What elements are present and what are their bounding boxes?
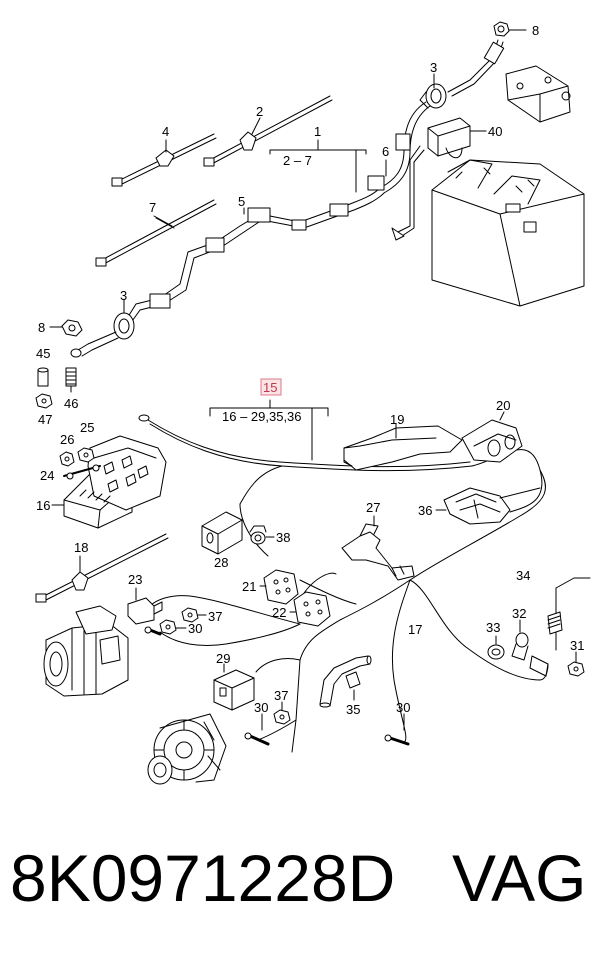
bolt-31-icon bbox=[529, 611, 563, 677]
battery-cable-upper bbox=[379, 21, 571, 241]
callout-range-1: 2 – 7 bbox=[283, 153, 312, 168]
connector-22-icon bbox=[293, 591, 331, 627]
grommet-3-top-icon bbox=[419, 83, 447, 109]
callout-23: 23 bbox=[128, 572, 142, 587]
nut-31-icon bbox=[567, 661, 585, 677]
callout-25: 25 bbox=[80, 420, 94, 435]
callout-2: 2 bbox=[256, 104, 263, 119]
callout-27: 27 bbox=[366, 500, 380, 515]
callout-31: 31 bbox=[570, 638, 584, 653]
brand-label: VAG bbox=[452, 841, 587, 915]
callout-26: 26 bbox=[60, 432, 74, 447]
callout-34: 34 bbox=[516, 568, 530, 583]
connector-29-icon bbox=[213, 669, 255, 711]
terminal-24-icon bbox=[63, 464, 101, 480]
cable-tie-2-icon bbox=[203, 95, 333, 167]
callout-3-lower: 3 bbox=[120, 288, 127, 303]
pin-45-icon bbox=[37, 367, 49, 387]
callout-47: 47 bbox=[38, 412, 52, 427]
callout-45: 45 bbox=[36, 346, 50, 361]
callout-30-right: 30 bbox=[396, 700, 410, 715]
callout-range-15: 16 – 29,35,36 bbox=[222, 409, 302, 424]
callout-35: 35 bbox=[346, 702, 360, 717]
callout-38: 38 bbox=[276, 530, 290, 545]
callout-28: 28 bbox=[214, 555, 228, 570]
nut-25-icon bbox=[77, 447, 95, 463]
callout-33: 33 bbox=[486, 620, 500, 635]
bracket-36-icon bbox=[443, 487, 511, 525]
fuse-box-40-icon bbox=[391, 117, 471, 241]
plug-32-icon bbox=[511, 632, 529, 661]
callout-17: 17 bbox=[408, 622, 422, 637]
wiring-harness-diagram: 8 3 40 2 4 1 2 – 7 6 7 5 3 8 45 46 47 15… bbox=[35, 21, 591, 785]
harness-1 bbox=[125, 175, 385, 325]
callout-8-lower: 8 bbox=[38, 320, 45, 335]
terminal-30-lower-icon bbox=[244, 732, 270, 746]
callout-30-left: 30 bbox=[188, 621, 202, 636]
callout-24: 24 bbox=[40, 468, 54, 483]
nut-26-icon bbox=[59, 451, 75, 467]
callout-22: 22 bbox=[272, 605, 286, 620]
connector-21-icon bbox=[263, 569, 299, 605]
bolt-46-icon bbox=[65, 367, 77, 393]
callout-46: 46 bbox=[64, 396, 78, 411]
callout-3-top: 3 bbox=[430, 60, 437, 75]
callout-19: 19 bbox=[390, 412, 404, 427]
part-number-label: 8K0971228D bbox=[10, 841, 396, 915]
bracket-1 bbox=[269, 139, 367, 193]
terminal-block-icon bbox=[505, 65, 571, 123]
nut-30-left-icon bbox=[159, 619, 177, 635]
nut-8-top-icon bbox=[493, 21, 510, 37]
callout-5: 5 bbox=[238, 194, 245, 209]
connector-housing-20-icon bbox=[461, 419, 523, 463]
callout-15: 15 bbox=[263, 380, 277, 395]
callout-labels: 8 3 40 2 4 1 2 – 7 6 7 5 3 8 45 46 47 15… bbox=[36, 23, 584, 717]
ring-terminal-left-icon bbox=[144, 626, 162, 636]
callout-37-left: 37 bbox=[208, 609, 222, 624]
connector-23-icon bbox=[127, 597, 163, 625]
harness-15 bbox=[138, 414, 546, 753]
nut-37-left-icon bbox=[181, 607, 199, 623]
nut-8-lower-icon bbox=[61, 319, 83, 337]
alternator-icon bbox=[147, 713, 227, 785]
fuse-holder-16-icon bbox=[63, 435, 167, 529]
clip-38-icon bbox=[249, 525, 267, 545]
terminal-30-right-icon bbox=[384, 734, 410, 746]
grommet-3-lower-icon bbox=[113, 302, 135, 340]
nut-47-icon bbox=[35, 393, 53, 409]
callout-6: 6 bbox=[382, 144, 389, 159]
bracket-27-icon bbox=[341, 523, 415, 581]
callout-29: 29 bbox=[216, 651, 230, 666]
callout-30-lower: 30 bbox=[254, 700, 268, 715]
bracket-15 bbox=[209, 399, 329, 461]
battery-icon bbox=[431, 159, 585, 307]
cable-tie-4-icon bbox=[111, 133, 217, 187]
callout-36: 36 bbox=[418, 503, 432, 518]
pipe-35-icon bbox=[319, 655, 372, 708]
cover-19-icon bbox=[343, 425, 463, 471]
connector-28-icon bbox=[201, 511, 243, 555]
callout-40: 40 bbox=[488, 124, 502, 139]
starter-motor-icon bbox=[43, 605, 129, 697]
callout-20: 20 bbox=[496, 398, 510, 413]
callout-16: 16 bbox=[36, 498, 50, 513]
callout-18: 18 bbox=[74, 540, 88, 555]
callout-37-lower: 37 bbox=[274, 688, 288, 703]
nut-37-lower-icon bbox=[273, 709, 291, 725]
callout-21: 21 bbox=[242, 579, 256, 594]
cable-tie-7-icon bbox=[95, 199, 217, 267]
callout-7: 7 bbox=[149, 200, 156, 215]
callout-1: 1 bbox=[314, 124, 321, 139]
callout-8-top: 8 bbox=[532, 23, 539, 38]
callout-4: 4 bbox=[162, 124, 169, 139]
grommet-33-icon bbox=[487, 644, 505, 660]
callout-32: 32 bbox=[512, 606, 526, 621]
callout-15-highlight bbox=[260, 378, 282, 396]
cable-tie-18-icon bbox=[35, 533, 169, 603]
